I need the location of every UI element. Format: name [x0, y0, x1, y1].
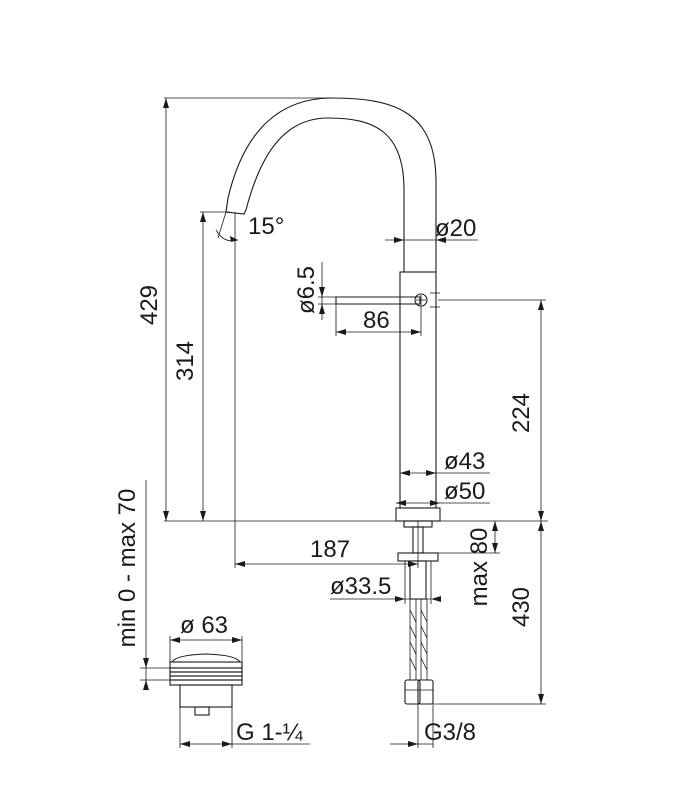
label-body-diameter: ø43	[444, 448, 485, 475]
label-spout-diameter: ø20	[435, 215, 476, 242]
label-hose-thread: G3/8	[424, 719, 476, 746]
label-total-height: 429	[136, 285, 163, 325]
label-lever-diameter: ø6.5	[293, 266, 320, 314]
label-base-diameter: ø50	[444, 478, 485, 505]
label-waste-diameter: ø 63	[180, 612, 228, 639]
label-shank-diameter: ø33.5	[330, 573, 391, 600]
label-lever-length: 86	[363, 307, 390, 334]
faucet-body	[225, 97, 441, 705]
label-waste-range: min 0 - max 70	[114, 489, 141, 648]
waste-plug	[169, 653, 243, 716]
label-counter-thickness: max 80	[466, 528, 493, 607]
label-spout-angle: 15°	[248, 213, 284, 240]
label-waste-thread: G 1-¼	[236, 719, 304, 746]
label-hose-length: 430	[508, 587, 535, 627]
label-spout-height: 314	[172, 341, 199, 381]
dimension-lines	[140, 97, 548, 748]
label-body-height: 224	[508, 393, 535, 433]
label-spout-reach: 187	[310, 536, 350, 563]
dimension-labels: 429 314 15° ø20 ø6.5 86 224 ø43 ø50 187 …	[114, 213, 535, 746]
